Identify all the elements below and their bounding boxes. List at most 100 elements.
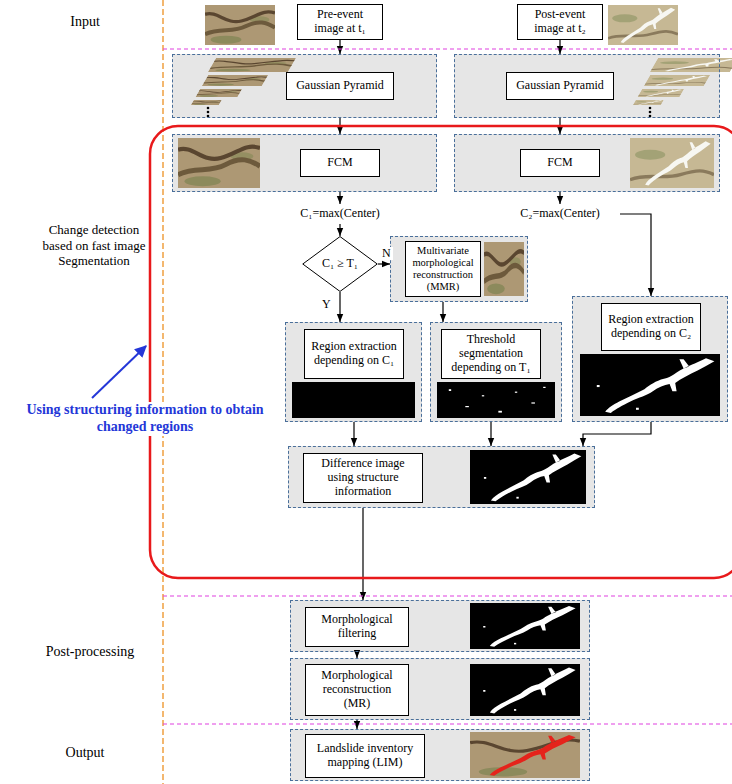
flow-arrow (583, 422, 651, 446)
node-text: Region extraction depending on C₂ (607, 313, 695, 341)
reconstructed-thumbnail (484, 242, 524, 296)
process-panel: Multivariate morphological reconstructio… (390, 236, 528, 302)
ellipsis-dot (207, 111, 210, 114)
panel-ground (290, 600, 590, 652)
node-text: Threshold segmentation depending on T₁ (447, 333, 535, 374)
node-text: FCM (526, 156, 594, 170)
ellipsis-dot (649, 115, 652, 118)
flow-arrow (559, 192, 560, 204)
flow-arrow (490, 422, 491, 446)
formula-text: C₁=max(Center) (280, 204, 400, 224)
process-box: Difference image using structure informa… (303, 453, 423, 503)
formula-text: C₂=max(Center) (500, 204, 620, 224)
flow-arrow (362, 508, 363, 600)
process-panel: FCM (172, 134, 437, 192)
process-panel: Gaussian Pyramid (454, 54, 720, 118)
flow-arrow (559, 40, 560, 54)
process-panel: FCM (454, 134, 720, 192)
image-pyramid (631, 58, 732, 105)
flow-arrow (339, 224, 340, 236)
process-box: Landslide inventory mapping (LIM) (305, 734, 425, 778)
panel-ground (290, 658, 590, 720)
node-text: Morphological reconstruction (MR) (311, 669, 403, 710)
process-panel: Morphological reconstruction (MR) (290, 658, 590, 720)
process-panel: Region extraction depending on C₂ (572, 296, 728, 422)
column-divider (162, 0, 164, 784)
segmented-thumbnail (630, 138, 714, 188)
filtered-image (470, 603, 580, 649)
process-box: Multivariate morphological reconstructio… (405, 241, 481, 297)
pyramid-level (644, 75, 710, 86)
node-text: Morphological filtering (311, 613, 403, 641)
process-box: FCM (300, 149, 380, 177)
post-event-thumbnail (608, 5, 678, 45)
node-text: C₁ ≥ T₁ (322, 257, 358, 271)
node-text: C₂=max(Center) (520, 207, 600, 221)
process-panel: Threshold segmentation depending on T₁ (430, 322, 562, 422)
flow-arrow (378, 263, 390, 264)
mask-image (292, 382, 415, 418)
diamond-shape (303, 237, 377, 292)
segmented-thumbnail (178, 138, 260, 188)
process-box: Morphological filtering (305, 607, 409, 647)
process-box: Threshold segmentation depending on T₁ (441, 329, 541, 379)
decision-diamond: C₁ ≥ T₁ (302, 236, 378, 292)
process-box: Morphological reconstruction (MR) (305, 664, 409, 716)
reconstructed-mask (470, 664, 580, 716)
process-panel: Landslide inventory mapping (LIM) (290, 729, 590, 781)
mask-image (437, 382, 555, 418)
ellipsis-dot (207, 107, 210, 110)
image-pyramid (189, 58, 296, 105)
panel-ground (572, 296, 728, 422)
mask-image (580, 354, 720, 416)
panel-ground (430, 322, 562, 422)
flow-arrow (339, 192, 340, 204)
branch-label: N (380, 247, 393, 260)
ellipsis-dot (649, 107, 652, 110)
node-text: Multivariate morphological reconstructio… (411, 245, 475, 293)
flow-arrow (620, 214, 651, 296)
flow-arrow (339, 292, 340, 322)
process-box: Gaussian Pyramid (506, 72, 614, 100)
node-text: Gaussian Pyramid (292, 79, 388, 93)
process-panel: Difference image using structure informa… (288, 446, 595, 508)
row-divider (163, 723, 732, 724)
row-divider (163, 595, 732, 596)
annotation-note: Using structuring information to obtain … (18, 402, 272, 436)
process-panel: Morphological filtering (290, 600, 590, 652)
row-label: Input (30, 14, 140, 31)
panel-ground (285, 322, 422, 422)
pyramid-level (208, 58, 296, 72)
row-label: Change detection based on fast image Seg… (40, 222, 148, 269)
pyramid-level (633, 100, 664, 105)
panel-ground (390, 236, 528, 302)
pyramid-level (637, 89, 684, 97)
process-box: FCM (520, 149, 600, 177)
pyramid-level (191, 100, 222, 105)
process-panel: Region extraction depending on C₁ (285, 322, 422, 422)
ellipsis-dot (649, 111, 652, 114)
node-text: Landslide inventory mapping (LIM) (311, 742, 419, 770)
process-panel: Gaussian Pyramid (172, 54, 437, 118)
pointer-arrow (92, 346, 146, 398)
process-box: Region extraction depending on C₂ (601, 303, 701, 351)
row-label: Post-processing (30, 644, 150, 661)
node-text: Region extraction depending on C₁ (310, 340, 398, 368)
node-text: FCM (306, 156, 374, 170)
panel-ground (288, 446, 595, 508)
node-text: Difference image using structure informa… (309, 457, 417, 498)
panel-ground (290, 729, 590, 781)
inventory-map (470, 732, 580, 778)
process-box: Region extraction depending on C₁ (304, 329, 404, 379)
flow-arrow (442, 302, 443, 322)
node-text: Post-event image at t₂ (523, 8, 597, 36)
pyramid-level (202, 75, 268, 86)
row-label: Output (30, 745, 140, 762)
pyramid-level (195, 89, 242, 97)
input-image-box: Post-event image at t₂ (517, 4, 603, 40)
pre-event-thumbnail (205, 5, 275, 45)
node-text: Pre-event image at t₁ (303, 8, 377, 36)
panel-ground (172, 54, 437, 118)
flow-arrow (339, 40, 340, 54)
